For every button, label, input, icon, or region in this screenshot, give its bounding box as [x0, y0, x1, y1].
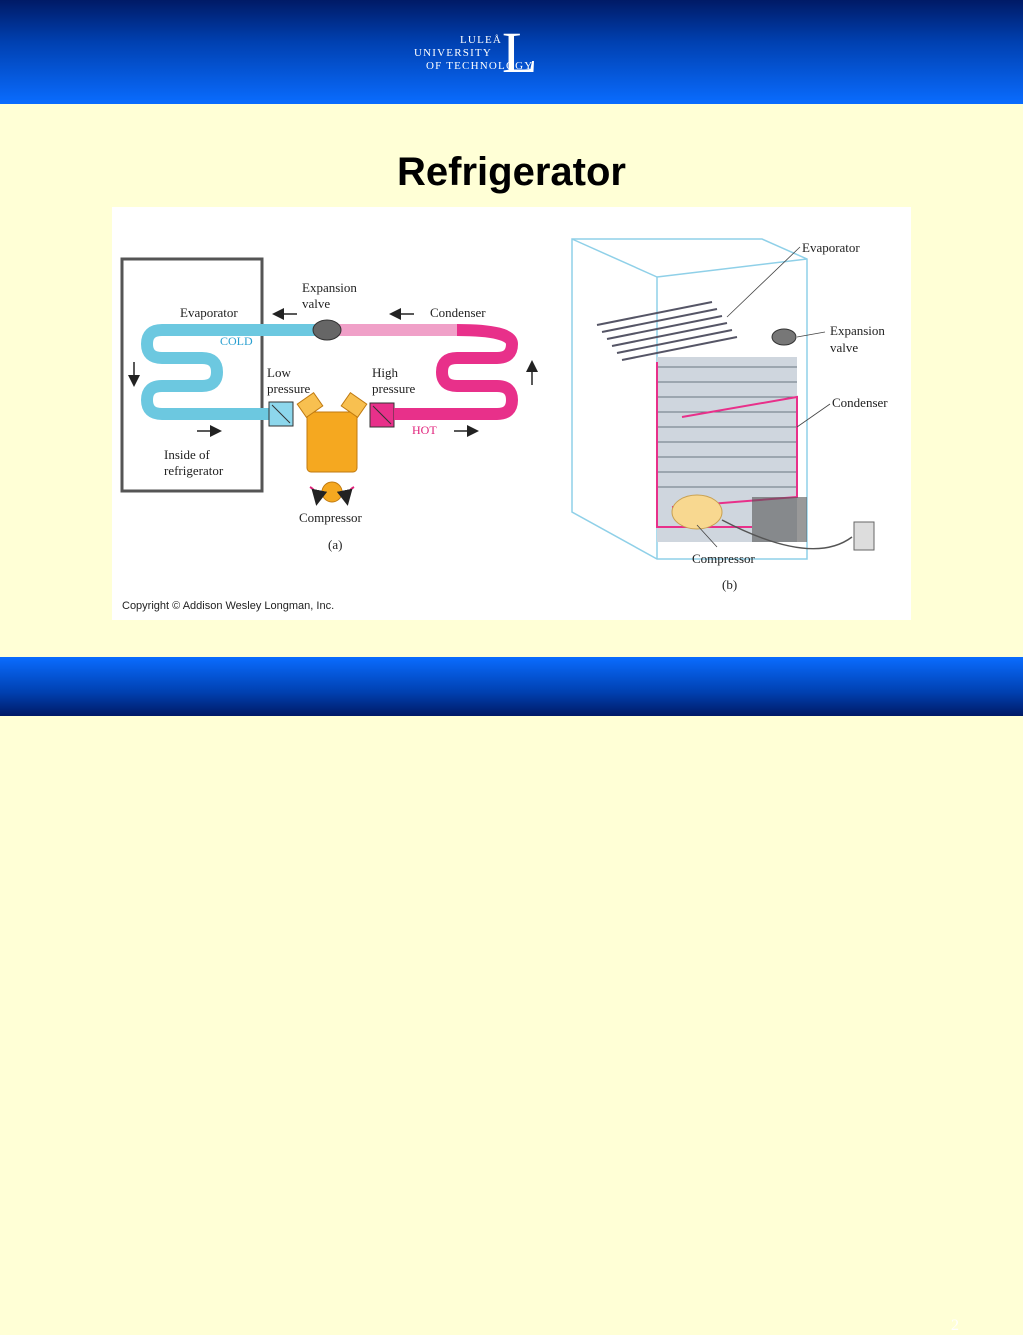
label-low-2: pressure	[267, 381, 311, 396]
university-logo: LULEÅ UNIVERSITY OF TECHNOLOGY L	[408, 24, 568, 94]
refrigerator-box	[120, 257, 264, 493]
footer-bar: 2	[0, 657, 1023, 1334]
evaporator-tubes	[596, 301, 738, 361]
page-number: 2	[951, 1317, 959, 1334]
b-expansion-valve-icon	[771, 328, 797, 346]
label-b-expansion-1: Expansion	[830, 323, 885, 338]
evaporator-coil	[140, 324, 267, 420]
label-hot: HOT	[412, 423, 437, 437]
refrigerant-path	[656, 362, 798, 528]
logo-line-2: UNIVERSITY	[414, 47, 492, 59]
label-a-expansion-2: valve	[302, 296, 330, 311]
label-a-compressor: Compressor	[299, 510, 363, 525]
copyright-text: Copyright © Addison Wesley Longman, Inc.	[122, 600, 334, 612]
logo-line-3: OF TECHNOLOGY	[426, 60, 534, 72]
logo-line-1: LULEÅ	[460, 34, 503, 46]
label-b-expansion-2: valve	[830, 340, 858, 355]
label-a-condenser: Condenser	[430, 305, 486, 320]
caption-b: (b)	[722, 577, 737, 592]
panel-b: Evaporator Expansion valve Condenser Com…	[571, 238, 888, 592]
label-a-evaporator: Evaporator	[180, 305, 238, 320]
condenser-lines	[657, 366, 797, 488]
label-b-condenser: Condenser	[832, 395, 888, 410]
b-compressor-icon	[671, 494, 723, 530]
label-low-1: Low	[267, 365, 291, 380]
compressor-icon	[296, 392, 368, 506]
label-high-2: pressure	[372, 381, 416, 396]
caption-a: (a)	[328, 537, 342, 552]
label-inside-1: Inside of	[164, 447, 211, 462]
label-cold: COLD	[220, 334, 253, 348]
condenser-coil	[435, 324, 519, 420]
wall-outlet-icon	[853, 521, 875, 551]
label-high-1: High	[372, 365, 399, 380]
refrigerator-figure: Evaporator Expansion valve Condenser COL…	[112, 207, 911, 620]
slide-title: Refrigerator	[397, 150, 626, 194]
label-inside-2: refrigerator	[164, 463, 224, 478]
label-b-evaporator: Evaporator	[802, 240, 860, 255]
panel-a: Evaporator Expansion valve Condenser COL…	[120, 257, 538, 552]
refrigerator-diagram: Evaporator Expansion valve Condenser COL…	[120, 238, 888, 612]
label-a-expansion-1: Expansion	[302, 280, 357, 295]
label-b-compressor: Compressor	[692, 551, 756, 566]
expansion-valve-icon	[312, 319, 342, 341]
logo-letter: L	[502, 20, 538, 85]
header-bar: LULEÅ UNIVERSITY OF TECHNOLOGY L	[0, 0, 1023, 104]
